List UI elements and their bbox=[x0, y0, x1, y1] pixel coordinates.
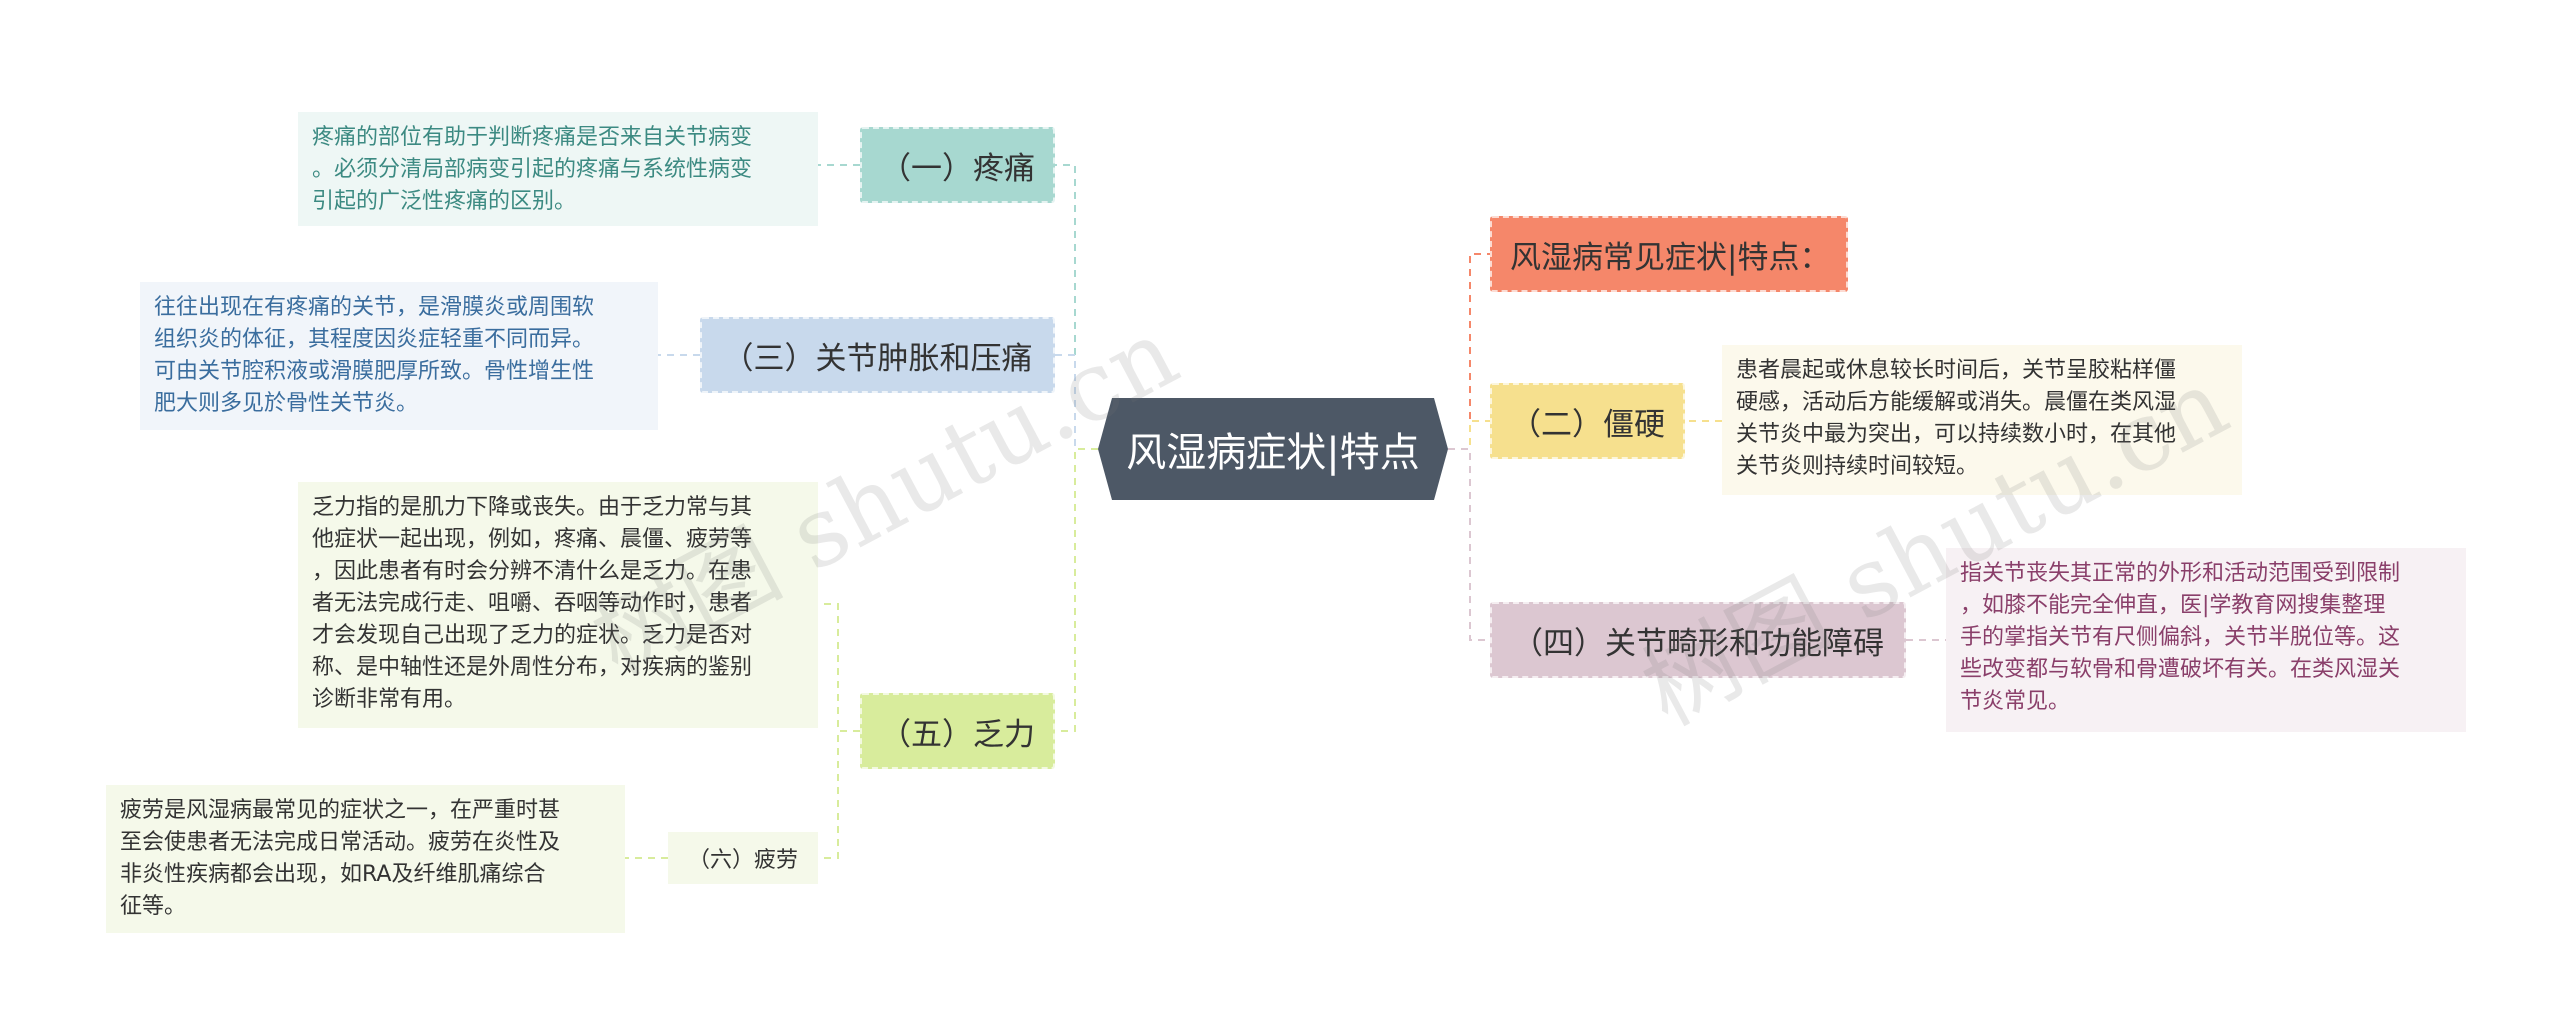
branch-weakness[interactable]: （五）乏力 bbox=[860, 693, 1055, 769]
central-topic-label: 风湿病症状|特点 bbox=[1126, 430, 1420, 476]
leaf-deformity[interactable]: 指关节丧失其正常的外形和活动范围受到限制 ，如膝不能完全伸直，医|学教育网搜集整… bbox=[1946, 548, 2466, 732]
leaf-deformity-text: 指关节丧失其正常的外形和活动范围受到限制 ，如膝不能完全伸直，医|学教育网搜集整… bbox=[1960, 561, 2401, 714]
link-center-weakness bbox=[1055, 448, 1098, 732]
link-center-stiffness bbox=[1448, 420, 1490, 450]
link-center-common bbox=[1448, 253, 1490, 450]
link-center-pain bbox=[1055, 164, 1098, 450]
branch-swelling-label: （三）关节肿胀和压痛 bbox=[722, 340, 1033, 377]
branch-stiffness-label: （二）僵硬 bbox=[1510, 406, 1665, 443]
leaf-fatigue-text: 疲劳是风湿病最常见的症状之一，在严重时甚 至会使患者无法完成日常活动。疲劳在炎性… bbox=[120, 798, 561, 919]
link-weakness-leaf bbox=[818, 603, 860, 732]
branch-pain[interactable]: （一）疼痛 bbox=[860, 127, 1055, 203]
branch-common-symptoms-label: 风湿病常见症状|特点： bbox=[1510, 239, 1831, 276]
branch-stiffness[interactable]: （二）僵硬 bbox=[1490, 383, 1685, 459]
leaf-weakness-text: 乏力指的是肌力下降或丧失。由于乏力常与其 他症状一起出现，例如，疼痛、晨僵、疲劳… bbox=[312, 495, 753, 712]
branch-deformity[interactable]: （四）关节畸形和功能障碍 bbox=[1490, 602, 1906, 678]
branch-fatigue-label: （六）疲劳 bbox=[687, 848, 798, 873]
leaf-stiffness-text: 患者晨起或休息较长时间后，关节呈胶粘样僵 硬感，活动后方能缓解或消失。晨僵在类风… bbox=[1736, 358, 2177, 479]
branch-deformity-label: （四）关节畸形和功能障碍 bbox=[1512, 625, 1884, 662]
leaf-swelling[interactable]: 往往出现在有疼痛的关节，是滑膜炎或周围软 组织炎的体征，其程度因炎症轻重不同而异… bbox=[140, 282, 658, 430]
leaf-pain-text: 疼痛的部位有助于判断疼痛是否来自关节病变 。必须分清局部病变引起的疼痛与系统性病… bbox=[312, 125, 753, 214]
branch-common-symptoms[interactable]: 风湿病常见症状|特点： bbox=[1490, 216, 1848, 292]
central-topic[interactable]: 风湿病症状|特点 bbox=[1098, 398, 1448, 500]
branch-fatigue[interactable]: （六）疲劳 bbox=[668, 832, 818, 884]
leaf-fatigue[interactable]: 疲劳是风湿病最常见的症状之一，在严重时甚 至会使患者无法完成日常活动。疲劳在炎性… bbox=[106, 785, 625, 933]
link-center-swelling bbox=[1055, 354, 1098, 450]
branch-weakness-label: （五）乏力 bbox=[880, 716, 1035, 753]
branch-swelling[interactable]: （三）关节肿胀和压痛 bbox=[700, 317, 1055, 393]
link-weakness-fatigue bbox=[818, 730, 860, 859]
leaf-pain[interactable]: 疼痛的部位有助于判断疼痛是否来自关节病变 。必须分清局部病变引起的疼痛与系统性病… bbox=[298, 112, 818, 226]
link-center-deformity bbox=[1448, 448, 1490, 641]
leaf-stiffness[interactable]: 患者晨起或休息较长时间后，关节呈胶粘样僵 硬感，活动后方能缓解或消失。晨僵在类风… bbox=[1722, 345, 2242, 495]
branch-pain-label: （一）疼痛 bbox=[880, 150, 1035, 187]
leaf-weakness[interactable]: 乏力指的是肌力下降或丧失。由于乏力常与其 他症状一起出现，例如，疼痛、晨僵、疲劳… bbox=[298, 482, 818, 728]
leaf-swelling-text: 往往出现在有疼痛的关节，是滑膜炎或周围软 组织炎的体征，其程度因炎症轻重不同而异… bbox=[154, 295, 595, 416]
